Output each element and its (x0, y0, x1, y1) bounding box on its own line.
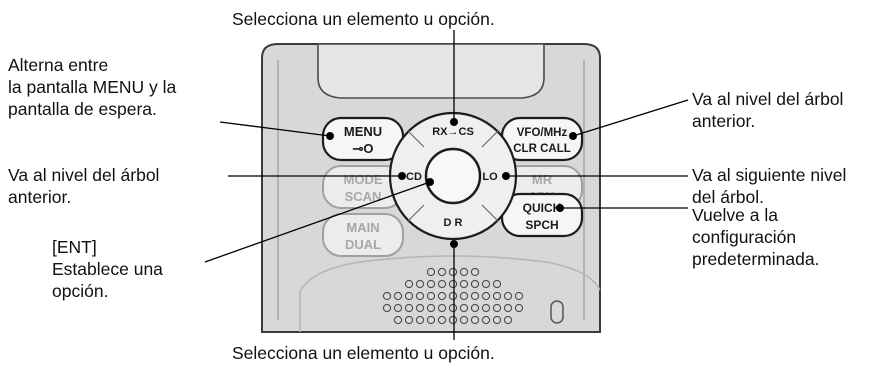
speaker-hole (470, 279, 480, 289)
svg-text:DUAL: DUAL (345, 237, 381, 252)
speaker-hole (393, 303, 403, 313)
annotation-quick: Vuelve a la configuración predeterminada… (692, 205, 820, 269)
svg-text:QUICK: QUICK (523, 201, 562, 215)
speaker-hole (393, 291, 403, 301)
speaker-hole (470, 291, 480, 301)
speaker-hole (415, 315, 425, 325)
speaker-hole (459, 279, 469, 289)
speaker-hole (426, 315, 436, 325)
speaker-hole (503, 315, 513, 325)
svg-text:CLR CALL: CLR CALL (513, 143, 571, 155)
speaker-hole (459, 267, 469, 277)
speaker-hole (382, 303, 392, 313)
leader-lines (204, 30, 689, 340)
speaker-hole (470, 267, 480, 277)
speaker-hole (415, 303, 425, 313)
annotation-bottom: Selecciona un elemento u opción. (232, 343, 495, 363)
speaker-hole (481, 279, 491, 289)
speaker-hole (470, 315, 480, 325)
dpad-down-label: D R (444, 217, 463, 229)
speaker-hole (448, 291, 458, 301)
speaker-hole (481, 291, 491, 301)
speaker-hole (459, 303, 469, 313)
svg-text:MR: MR (532, 172, 553, 187)
strap-hole (550, 300, 564, 324)
speaker-hole (404, 279, 414, 289)
speaker-hole (393, 315, 403, 325)
speaker-hole (470, 303, 480, 313)
speaker-panel (299, 255, 601, 332)
speaker-hole (514, 291, 524, 301)
annotation-top: Selecciona un elemento u opción. (232, 9, 495, 29)
speaker-hole (492, 303, 502, 313)
svg-text:MAIN: MAIN (346, 220, 379, 235)
speaker-hole (492, 291, 502, 301)
speaker-hole (404, 315, 414, 325)
speaker-hole (448, 267, 458, 277)
quick-spch-key[interactable]: QUICK SPCH (500, 192, 584, 238)
speaker-hole (404, 291, 414, 301)
speaker-hole (503, 291, 513, 301)
speaker-hole (492, 279, 502, 289)
speaker-hole (481, 303, 491, 313)
dpad[interactable]: RX→CS D R CD LO (388, 111, 518, 241)
annotation-right-next: Va al siguiente nivel del árbol. (692, 165, 847, 207)
annotation-left-back: Va al nivel del árbol anterior. (8, 165, 160, 207)
speaker-grille (382, 267, 524, 325)
svg-text:SCAN: SCAN (345, 189, 382, 204)
vfo-clr-key[interactable]: VFO/MHz CLR CALL (500, 116, 584, 162)
speaker-hole (437, 315, 447, 325)
svg-text:SPCH: SPCH (525, 218, 558, 232)
speaker-hole (437, 279, 447, 289)
speaker-hole (459, 315, 469, 325)
speaker-hole (503, 303, 513, 313)
speaker-hole (459, 291, 469, 301)
speaker-hole (437, 303, 447, 313)
ent-button[interactable] (424, 147, 482, 205)
annotation-menu: Alterna entre la pantalla MENU y la pant… (8, 55, 177, 119)
svg-text:⊸O: ⊸O (352, 141, 373, 156)
speaker-hole (426, 303, 436, 313)
speaker-hole (437, 291, 447, 301)
speaker-hole (426, 267, 436, 277)
menu-key[interactable]: MENU ⊸O (321, 116, 405, 162)
display-window (317, 43, 545, 99)
main-dual-key[interactable]: MAIN DUAL (322, 213, 404, 257)
speaker-hole (492, 315, 502, 325)
speaker-hole (514, 303, 524, 313)
annotation-right-back: Va al nivel del árbol anterior. (692, 89, 844, 131)
speaker-hole (481, 315, 491, 325)
annotation-ent: [ENT] Establece una opción. (52, 237, 163, 301)
speaker-hole (426, 279, 436, 289)
speaker-hole (426, 291, 436, 301)
svg-text:MENU: MENU (344, 124, 382, 139)
speaker-hole (448, 315, 458, 325)
svg-text:VFO/MHz: VFO/MHz (517, 127, 568, 139)
dpad-up-label: RX→CS (432, 126, 474, 138)
speaker-hole (382, 291, 392, 301)
leader-dots (326, 118, 577, 248)
speaker-hole (437, 267, 447, 277)
speaker-hole (415, 291, 425, 301)
svg-text:MODE: MODE (344, 172, 383, 187)
speaker-hole (404, 303, 414, 313)
speaker-hole (448, 279, 458, 289)
speaker-hole (448, 303, 458, 313)
speaker-hole (415, 279, 425, 289)
dpad-left-label: CD (406, 171, 422, 183)
dpad-right-label: LO (482, 171, 498, 183)
